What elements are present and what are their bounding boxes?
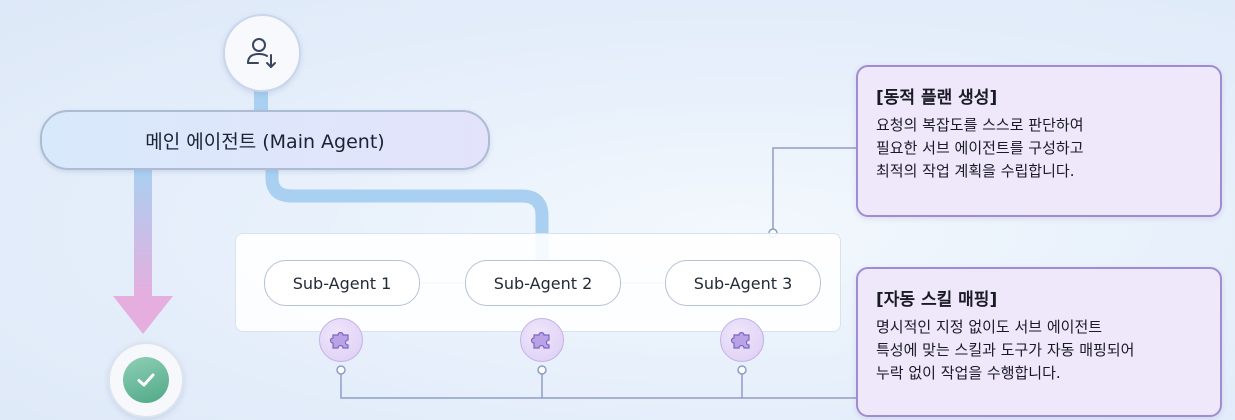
skill-bus-node-1	[336, 365, 346, 375]
skill-mapping-line-1: 명시적인 지정 없이도 서브 에이전트	[876, 318, 1103, 336]
skill-bus-node-2	[537, 365, 547, 375]
puzzle-icon	[530, 331, 550, 349]
main-to-subagent2-connector	[265, 164, 549, 260]
sub-agent-1: Sub-Agent 1	[264, 260, 420, 306]
check-icon	[137, 373, 155, 387]
main-agent-node: 메인 에이전트 (Main Agent)	[40, 110, 490, 170]
sub-agent-3-label: Sub-Agent 3	[693, 273, 793, 293]
dynamic-plan-title: [동적 플랜 생성]	[876, 88, 998, 108]
dynamic-plan-line-2: 필요한 서브 에이전트를 구성하고	[876, 139, 1084, 157]
user-to-main-connector	[254, 86, 268, 114]
skill-mapping-line-2: 특성에 맞는 스킬과 도구가 자동 매핑되어	[876, 341, 1135, 359]
main-to-result-shaft	[134, 168, 152, 298]
user-node	[223, 14, 301, 92]
skill-badge-2	[520, 318, 564, 362]
result-badge	[123, 357, 169, 403]
dynamic-plan-callout: [동적 플랜 생성] 요청의 복잡도를 스스로 판단하여 필요한 서브 에이전트…	[856, 65, 1222, 217]
skill-badge-1	[319, 318, 363, 362]
main-agent-label: 메인 에이전트 (Main Agent)	[145, 130, 385, 153]
skill-mapping-title: [자동 스킬 매핑]	[876, 290, 998, 310]
plan-callout-connector	[772, 147, 856, 233]
dynamic-plan-line-1: 요청의 복잡도를 스스로 판단하여	[876, 116, 1084, 134]
sub-agent-3: Sub-Agent 3	[665, 260, 821, 306]
main-to-result-arrowhead	[113, 296, 173, 334]
skill-mapping-line-3: 누락 없이 작업을 수행합니다.	[876, 364, 1061, 382]
user-download-icon	[247, 38, 276, 68]
sub-agent-1-label: Sub-Agent 1	[292, 273, 392, 293]
skill-badge-3	[720, 318, 764, 362]
skill-mapping-callout: [자동 스킬 매핑] 명시적인 지정 없이도 서브 에이전트 특성에 맞는 스킬…	[856, 267, 1222, 417]
skill-bus-node-3	[737, 365, 747, 375]
sub-agent-2-label: Sub-Agent 2	[493, 273, 593, 293]
skill-bus-line	[340, 370, 856, 399]
dynamic-plan-line-3: 최적의 작업 계획을 수립합니다.	[876, 162, 1075, 180]
puzzle-icon	[329, 331, 349, 349]
sub-agent-2: Sub-Agent 2	[465, 260, 621, 306]
result-node	[108, 342, 184, 418]
puzzle-icon	[730, 331, 750, 349]
